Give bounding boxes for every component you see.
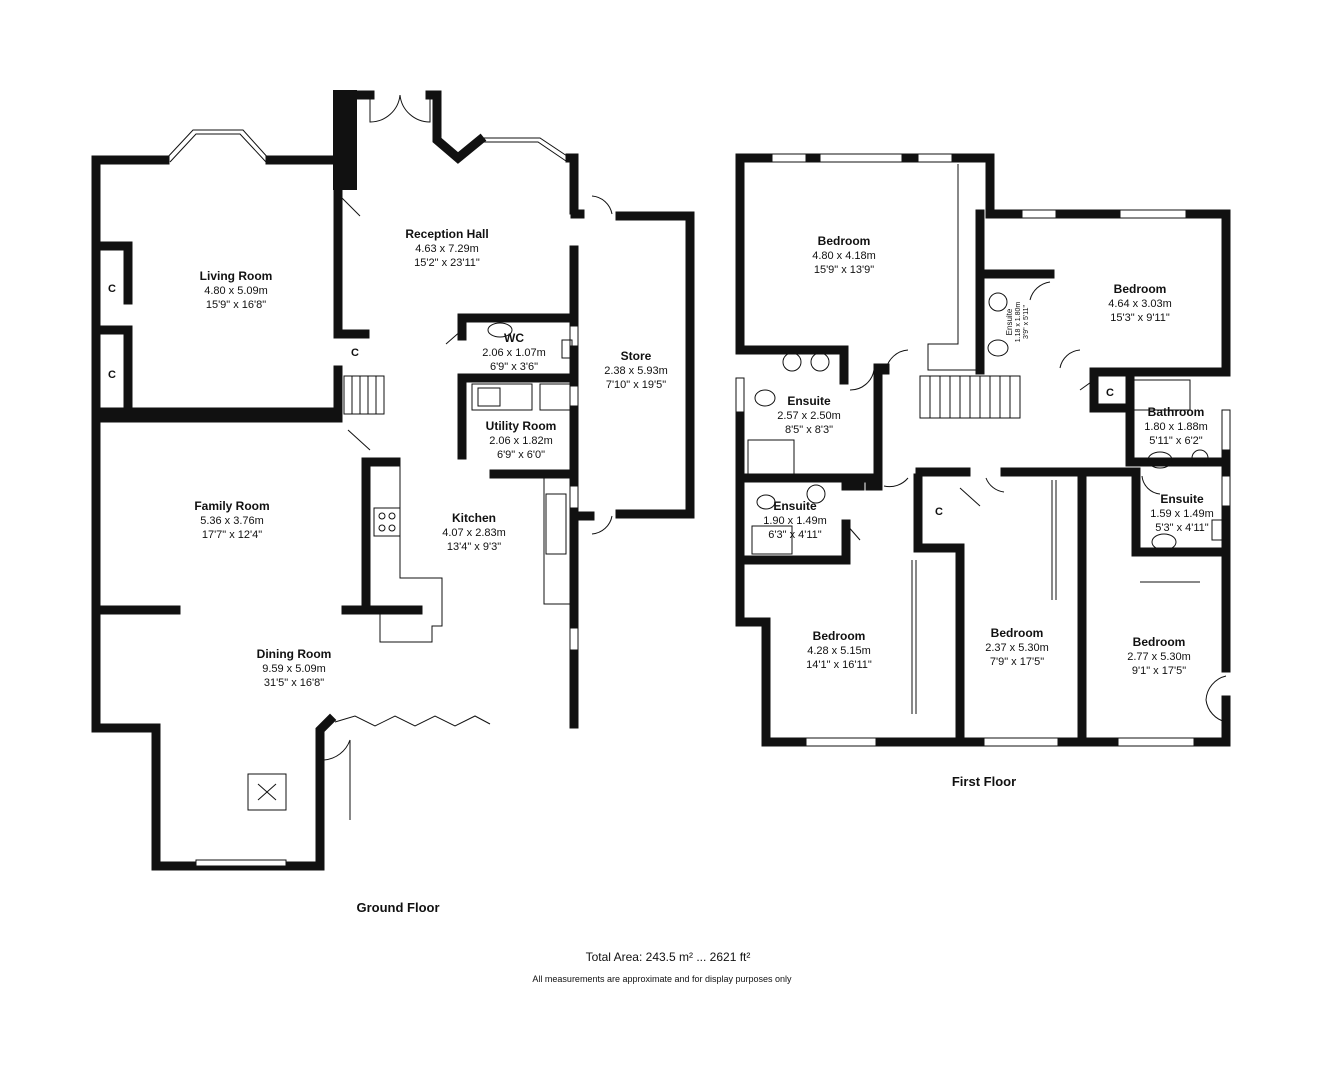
cupboard-label: C — [108, 283, 116, 295]
floor-label: First Floor — [952, 774, 1016, 789]
room-dimensions-imperial: 31'5" x 16'8" — [264, 677, 324, 689]
room-dimensions-metric: 4.80 x 4.18m — [812, 250, 876, 262]
room-dimensions-metric: 1.18 x 1.80m — [1015, 302, 1022, 343]
room-dimensions-metric: 1.90 x 1.49m — [763, 515, 827, 527]
room-dimensions-imperial: 3'9" x 5'11" — [1023, 304, 1030, 338]
room-dimensions-imperial: 13'4" x 9'3" — [447, 541, 501, 553]
room-dimensions-imperial: 14'1" x 16'11" — [806, 659, 872, 671]
room-dimensions-metric: 5.36 x 3.76m — [200, 515, 264, 527]
room-name: Utility Room — [486, 419, 557, 433]
room-dimensions-metric: 1.59 x 1.49m — [1150, 508, 1214, 520]
cupboard-label: C — [935, 506, 943, 518]
room-dimensions-imperial: 15'9" x 16'8" — [206, 299, 266, 311]
room-dimensions-metric: 9.59 x 5.09m — [262, 663, 326, 675]
room-dimensions-imperial: 6'9" x 6'0" — [497, 449, 545, 461]
room-name: Ensuite — [787, 394, 831, 408]
cupboard-label: C — [1106, 387, 1114, 399]
room-name: Ensuite — [1160, 492, 1204, 506]
room-dimensions-imperial: 15'3" x 9'11" — [1110, 312, 1170, 324]
footer: Total Area: 243.5 m² ... 2621 ft² All me… — [532, 950, 792, 984]
room-dimensions-metric: 4.07 x 2.83m — [442, 527, 506, 539]
room-dimensions-metric: 4.28 x 5.15m — [807, 645, 871, 657]
room-dimensions-imperial: 6'9" x 3'6" — [490, 361, 538, 373]
ensuite-small-label: Ensuite 1.18 x 1.80m 3'9" x 5'11" — [1005, 302, 1030, 343]
room-name: Reception Hall — [405, 227, 488, 241]
room-name: Bedroom — [1133, 635, 1186, 649]
room-name: Store — [621, 349, 652, 363]
room-name: Family Room — [194, 499, 269, 513]
cupboard-label: C — [351, 347, 359, 359]
room-name: Ensuite — [773, 499, 817, 513]
room-dimensions-metric: 4.80 x 5.09m — [204, 285, 268, 297]
room-dimensions-metric: 4.63 x 7.29m — [415, 243, 479, 255]
first-floor-walls — [735, 153, 1231, 747]
room-name: Bedroom — [1114, 282, 1167, 296]
room-dimensions-imperial: 15'2" x 23'11" — [414, 257, 480, 269]
room-dimensions-metric: 2.57 x 2.50m — [777, 410, 841, 422]
room-name: WC — [504, 331, 524, 345]
room-dimensions-metric: 2.37 x 5.30m — [985, 642, 1049, 654]
room-name: Living Room — [200, 269, 273, 283]
room-dimensions-imperial: 7'10" x 19'5" — [606, 379, 666, 391]
room-dimensions-metric: 2.06 x 1.82m — [489, 435, 553, 447]
room-dimensions-imperial: 6'3" x 4'11" — [768, 529, 821, 541]
ground-floor-labels: Reception Hall 4.63 x 7.29m 15'2" x 23'1… — [108, 227, 668, 915]
room-name: Dining Room — [257, 647, 332, 661]
room-dimensions-imperial: 7'9" x 17'5" — [990, 656, 1044, 668]
room-dimensions-imperial: 5'3" x 4'11" — [1155, 522, 1208, 534]
first-floor-labels: Bedroom 4.80 x 4.18m 15'9" x 13'9" Bedro… — [763, 234, 1214, 789]
room-name: Bedroom — [813, 629, 866, 643]
room-name: Bedroom — [991, 626, 1044, 640]
floor-label: Ground Floor — [356, 900, 439, 915]
room-name: Ensuite — [1005, 308, 1014, 335]
room-dimensions-imperial: 15'9" x 13'9" — [814, 264, 874, 276]
room-dimensions-metric: 2.77 x 5.30m — [1127, 651, 1191, 663]
room-dimensions-imperial: 8'5" x 8'3" — [785, 424, 833, 436]
room-name: Bathroom — [1148, 405, 1205, 419]
room-dimensions-imperial: 17'7" x 12'4" — [202, 529, 262, 541]
disclaimer: All measurements are approximate and for… — [532, 974, 792, 984]
room-dimensions-metric: 1.80 x 1.88m — [1144, 421, 1208, 433]
room-dimensions-metric: 2.38 x 5.93m — [604, 365, 668, 377]
room-name: Kitchen — [452, 511, 496, 525]
room-dimensions-imperial: 9'1" x 17'5" — [1132, 665, 1186, 677]
cupboard-label: C — [108, 369, 116, 381]
room-dimensions-imperial: 5'11" x 6'2" — [1149, 435, 1202, 447]
room-dimensions-metric: 2.06 x 1.07m — [482, 347, 546, 359]
room-name: Bedroom — [818, 234, 871, 248]
room-dimensions-metric: 4.64 x 3.03m — [1108, 298, 1172, 310]
ground-floor-walls — [91, 90, 695, 871]
total-area: Total Area: 243.5 m² ... 2621 ft² — [586, 950, 751, 964]
